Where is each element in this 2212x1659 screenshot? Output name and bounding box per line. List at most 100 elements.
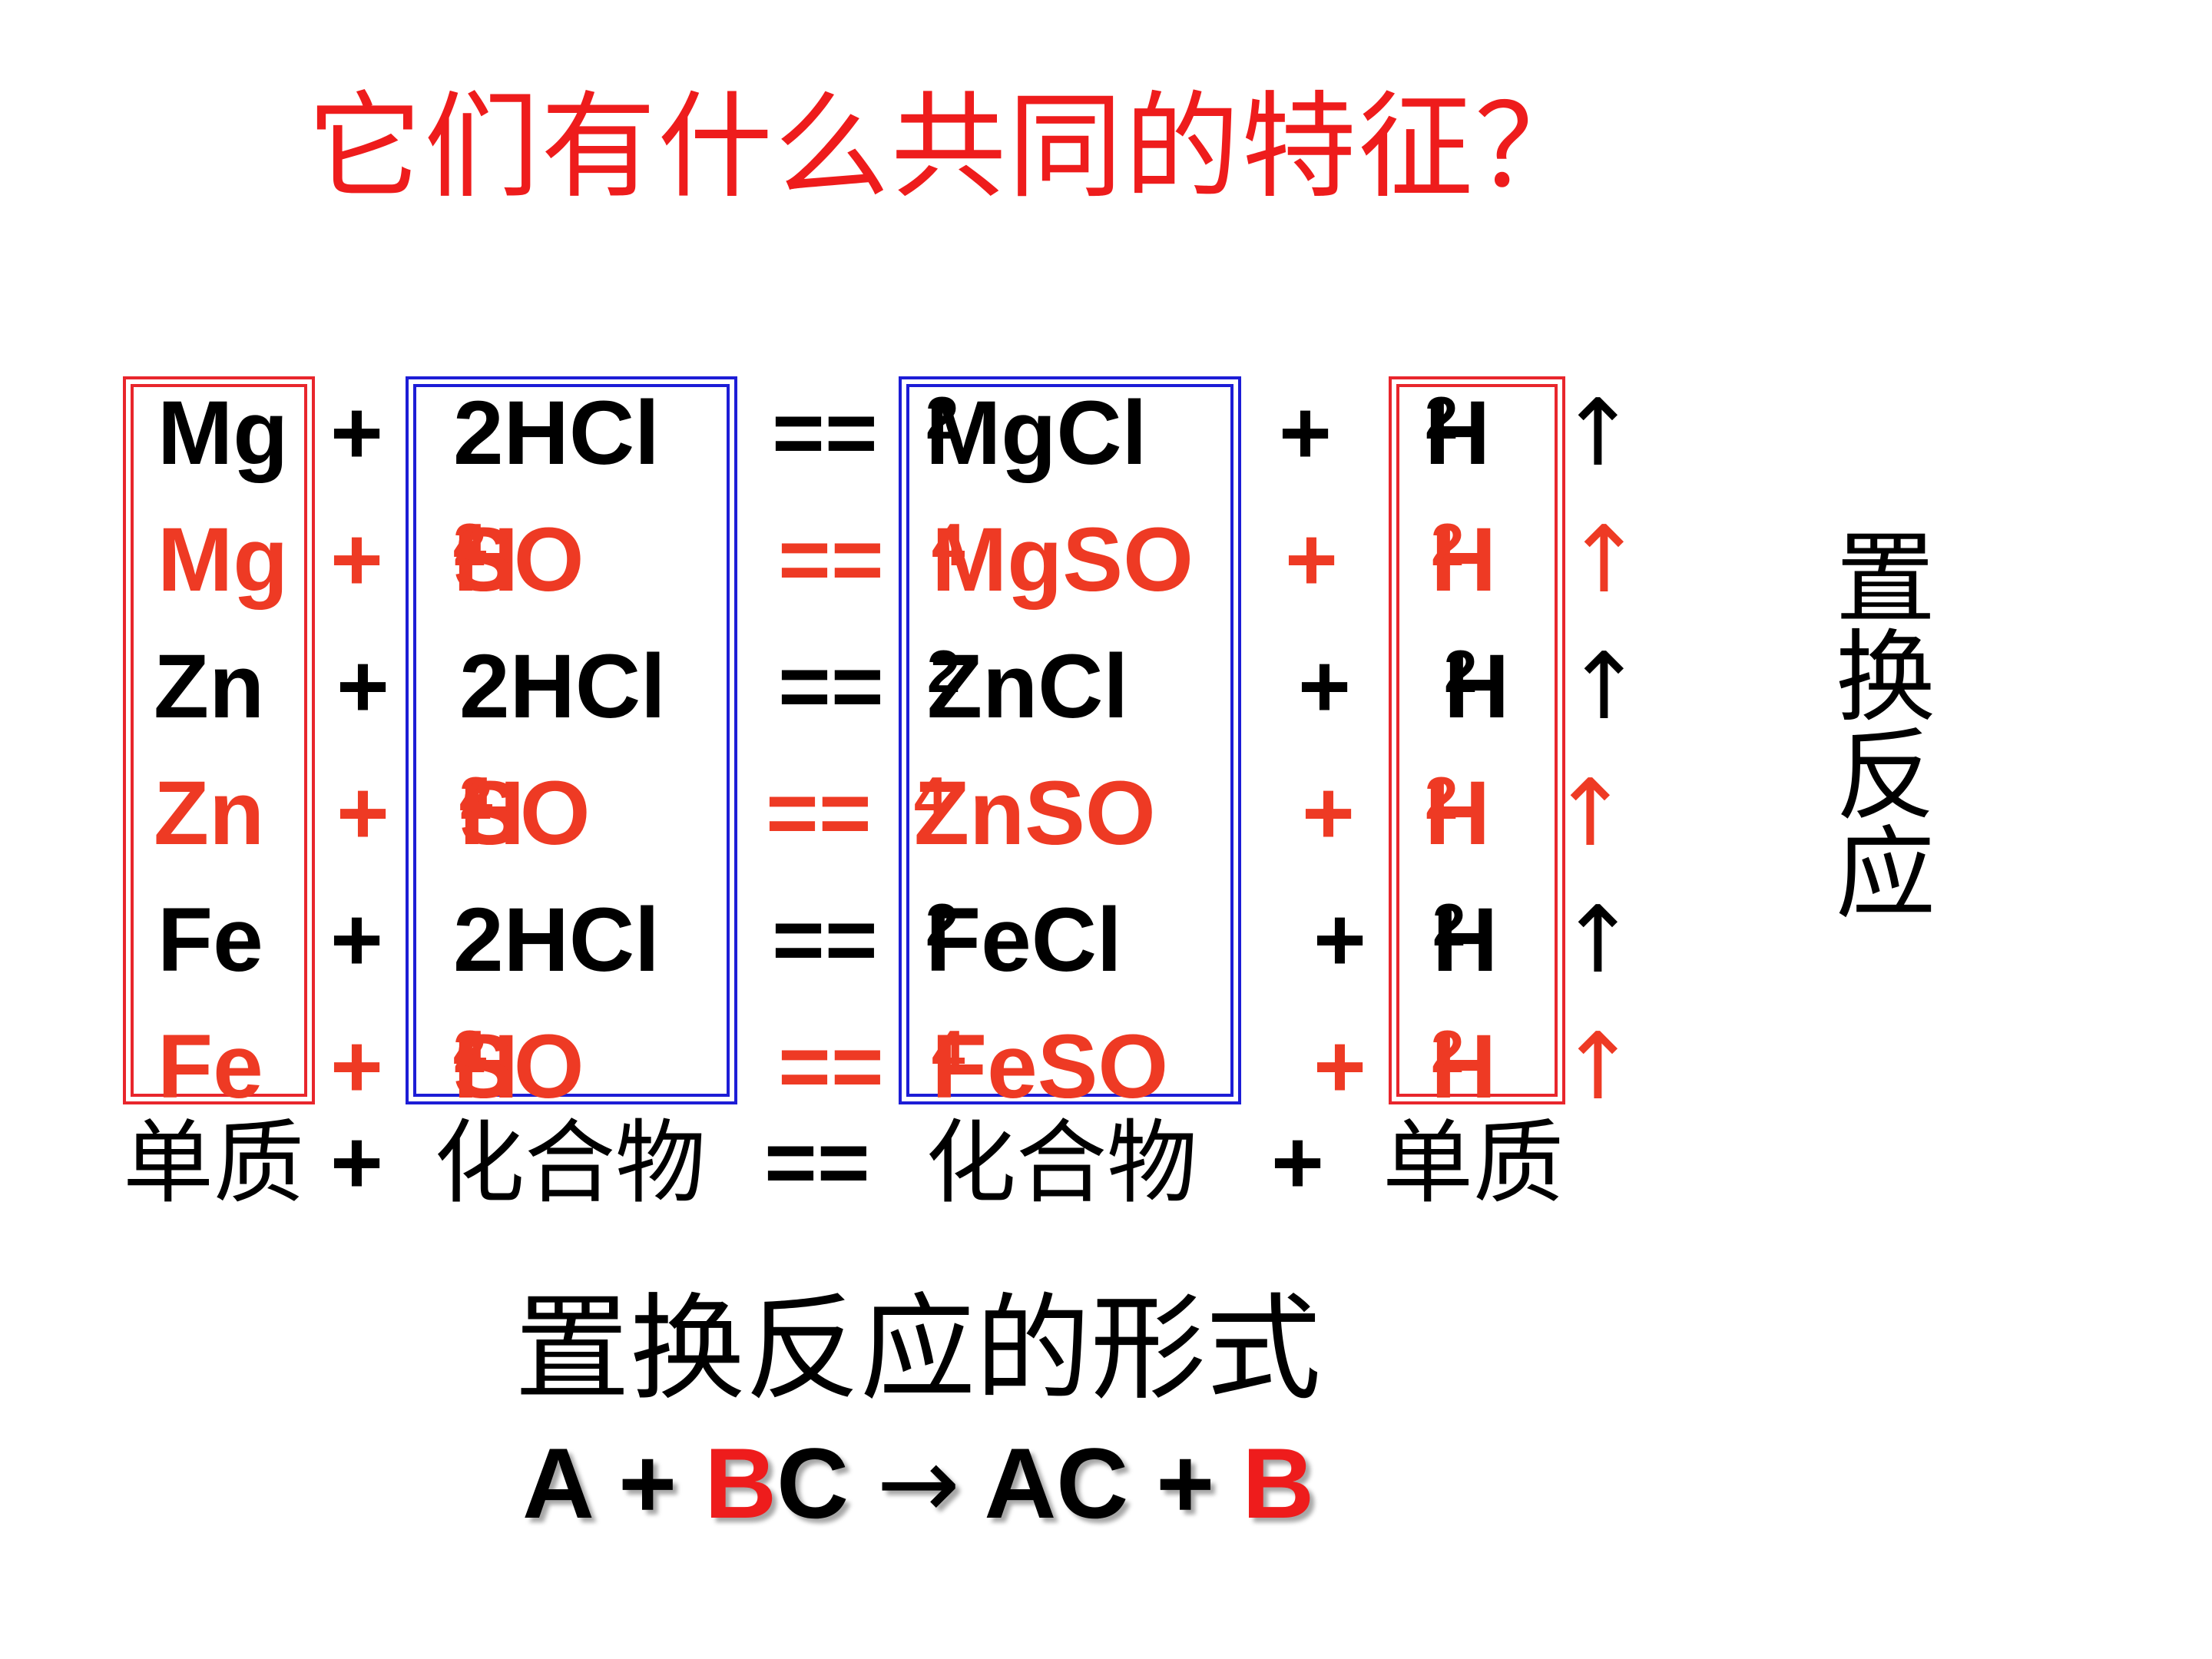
salt-pre: ZnSO [914,763,1156,864]
acid-post: SO [453,1016,584,1118]
formula-arrow: → [876,1425,961,1541]
plus: + [330,509,383,611]
gas-sub: 2 [1432,891,1466,959]
salt-pre: FeSO [932,1016,1169,1118]
eq: == [772,889,878,991]
arrow: ↑ [1559,1014,1637,1121]
gas: H [1431,509,1497,611]
gas: H [1425,763,1491,864]
reactant1: Mg [157,382,289,484]
salt-pre: MgCl [926,382,1147,484]
formula-plus: + [618,1427,677,1539]
plus2: + [1313,1016,1366,1118]
gas: H [1432,889,1498,991]
gas-sub: 2 [1425,764,1459,832]
salt-sub: 2 [927,637,961,705]
acid-pre: H [453,1016,519,1118]
reactant1: Fe [157,889,263,991]
acid-pre: H [459,763,525,864]
word-equals: == [764,1112,870,1214]
acid-post: SO [459,763,591,864]
acid-sub2: 4 [453,1018,487,1085]
plus: + [330,382,383,484]
eq: == [766,763,872,864]
salt-sub: 2 [926,384,959,452]
formula-c: C [777,1427,849,1539]
product-compound-box [906,384,1233,1097]
acid-post: SO [453,509,584,611]
gas: H [1444,636,1510,737]
reactant1: Fe [157,1016,263,1118]
formula-b-2: B [1242,1427,1315,1539]
word-simple-substance-product: 单质 [1382,1110,1565,1216]
gas-sub: 2 [1431,1018,1465,1085]
reactant1: Mg [157,509,289,611]
gas: H [1431,1016,1497,1118]
acid-sub: 2 [453,1018,487,1085]
salt-sub: 2 [926,891,959,959]
reactant1: Zn [154,763,265,864]
side-label-displacement-reaction: 置 换 反 应 [1832,521,1939,932]
plus: + [336,636,389,737]
acid-sub2: 4 [459,764,493,832]
salt-sub: 4 [932,511,965,578]
general-formula: A + BC → AC + B [522,1425,1314,1541]
gas-sub: 2 [1425,384,1459,452]
formula-ac: AC [984,1427,1129,1539]
eq: == [778,509,884,611]
reactant-compound-box [413,384,730,1097]
form-title: 置换反应的形式 [515,1283,1322,1416]
eq: == [778,1016,884,1118]
gas: H [1425,382,1491,484]
product-element-box [1396,384,1558,1097]
slide-title: 它们有什么共同的特征？ [307,81,1592,214]
word-compound-product: 化合物 [926,1110,1198,1216]
side-label-char: 换 [1835,619,1936,736]
plus: + [330,889,383,991]
acid-sub: 2 [459,764,493,832]
gas-sub: 2 [1431,511,1465,578]
salt-pre: FeCl [926,889,1122,991]
plus2: + [1302,763,1355,864]
acid-pre: 2HCl [453,889,660,991]
arrow: ↑ [1559,380,1637,487]
arrow: ↑ [1565,507,1643,614]
side-label-char: 应 [1835,816,1936,932]
eq: == [772,382,878,484]
salt-pre: ZnCl [927,636,1129,737]
plus2: + [1298,636,1351,737]
word-equation: 单质 + 化合物 == 化合物 + 单质 [0,1118,1690,1225]
salt-pre: MgSO [932,509,1194,611]
acid-pre: 2HCl [459,636,666,737]
formula-plus-2: + [1156,1427,1215,1539]
side-label-char: 置 [1835,521,1936,637]
reactant1: Zn [154,636,265,737]
eq: == [778,636,884,737]
acid-pre: H [453,509,519,611]
acid-sub2: 4 [453,511,487,578]
word-simple-substance: 单质 [123,1110,305,1216]
arrow: ↑ [1565,634,1643,740]
arrow: ↑ [1551,760,1629,867]
plus: + [336,763,389,864]
plus2: + [1279,382,1332,484]
plus2: + [1285,509,1338,611]
plus2: + [1313,889,1366,991]
reactant-element-box [131,384,307,1097]
formula-a: A [522,1427,591,1539]
word-plus-2: + [1271,1112,1324,1214]
plus: + [330,1016,383,1118]
acid-pre: 2HCl [453,382,660,484]
gas-sub: 2 [1444,637,1478,705]
salt-sub: 4 [914,764,948,832]
word-compound: 化合物 [434,1110,707,1216]
acid-sub: 2 [453,511,487,578]
salt-sub: 4 [932,1018,965,1085]
formula-b: B [704,1427,777,1539]
arrow: ↑ [1559,887,1637,994]
